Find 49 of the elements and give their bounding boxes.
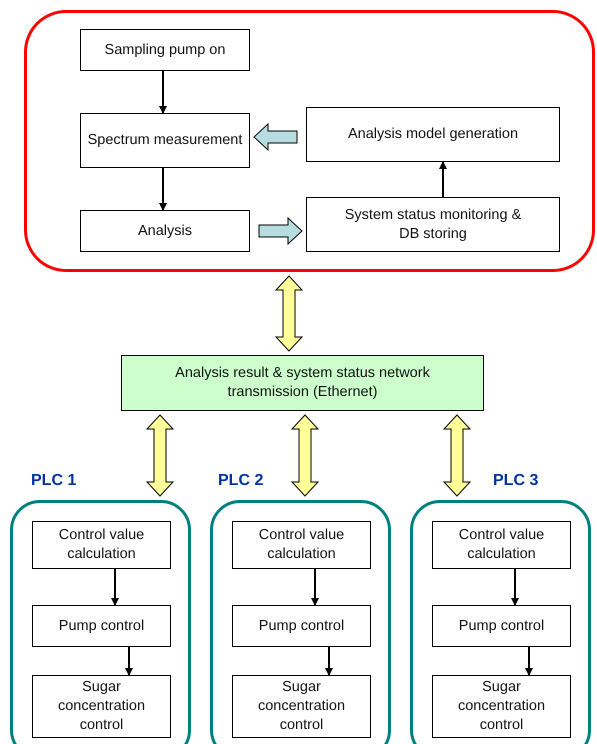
process-label: System status monitoring & DB storing	[344, 206, 522, 244]
group-title: PLC 2	[218, 471, 264, 491]
process-box	[232, 675, 371, 738]
block-arrow	[258, 216, 303, 246]
group-container	[24, 10, 595, 272]
process-label: Sampling pump on	[104, 40, 226, 60]
process-box	[306, 107, 560, 162]
arrow	[111, 569, 119, 606]
process-box	[306, 197, 560, 252]
arrow	[159, 71, 167, 114]
arrow	[439, 161, 447, 197]
process-label: Spectrum measurement	[88, 131, 242, 150]
group-title: PLC 3	[493, 471, 538, 491]
process-label: Control value calculation	[458, 526, 546, 564]
process-box	[432, 521, 571, 569]
block-arrow	[146, 414, 174, 497]
process-label: Control value calculation	[58, 526, 146, 564]
block-arrow	[442, 414, 472, 497]
process-box	[432, 605, 571, 647]
arrow	[525, 647, 533, 676]
arrow	[311, 569, 319, 606]
process-box	[121, 355, 484, 411]
process-label: Sugar concentration control	[56, 678, 146, 735]
process-box	[80, 113, 250, 168]
process-box	[32, 605, 171, 647]
process-label: Pump control	[458, 616, 544, 636]
process-label: Pump control	[58, 616, 144, 636]
block-arrow	[274, 275, 304, 352]
process-box	[232, 521, 371, 569]
process-box	[32, 521, 171, 569]
process-box	[80, 29, 250, 71]
process-label: Control value calculation	[258, 526, 346, 564]
arrow	[511, 569, 519, 606]
process-label: Analysis	[138, 222, 192, 240]
process-label: Analysis model generation	[348, 125, 518, 144]
process-label: Analysis result & system status network transmission (Ethernet)	[174, 364, 431, 402]
process-box	[432, 675, 571, 738]
group-title: PLC 1	[31, 471, 76, 491]
process-label: Sugar concentration control	[456, 678, 546, 735]
process-box	[232, 605, 371, 647]
process-box	[32, 675, 171, 738]
block-arrow	[253, 122, 298, 152]
arrow	[325, 647, 333, 676]
arrow	[159, 168, 167, 211]
process-label: Sugar concentration control	[256, 678, 346, 735]
arrow	[125, 647, 133, 676]
block-arrow	[290, 414, 320, 497]
process-box	[80, 210, 250, 252]
process-label: Pump control	[258, 616, 344, 636]
